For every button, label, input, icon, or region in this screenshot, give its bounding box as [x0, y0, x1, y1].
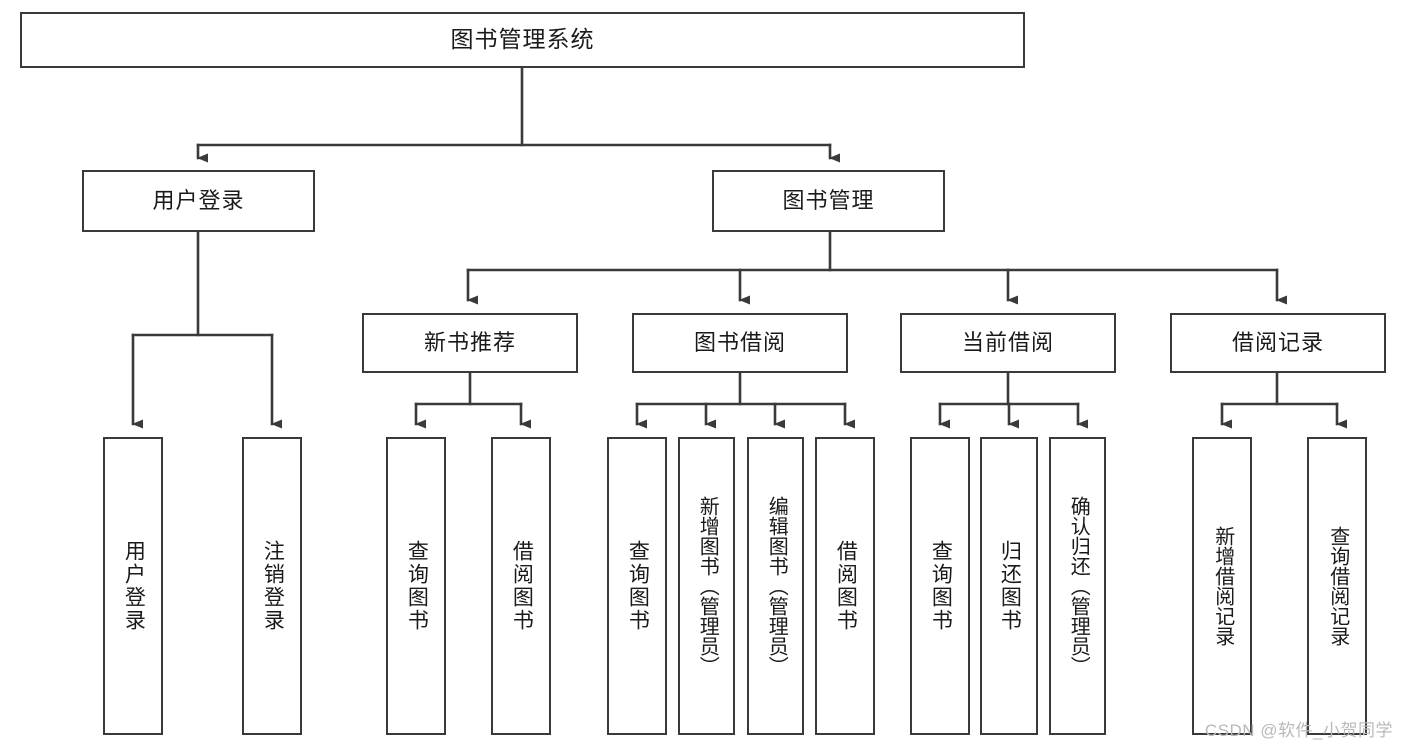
node-leaf-borrow-book[interactable]: 借阅图书 — [815, 437, 875, 735]
node-label: 查询借阅记录 — [1326, 526, 1349, 646]
node-label: 注销登录 — [261, 540, 285, 632]
node-leaf-add-book-admin[interactable]: 新增图书（管理员） — [678, 437, 735, 735]
node-label: 借阅图书 — [510, 540, 534, 632]
node-leaf-edit-book-admin[interactable]: 编辑图书（管理员） — [747, 437, 804, 735]
node-label: 借阅记录 — [1231, 329, 1324, 355]
node-leaf-query-book-current[interactable]: 查询图书 — [910, 437, 970, 735]
node-book-borrow[interactable]: 图书借阅 — [632, 313, 848, 373]
node-label: 查询图书 — [405, 540, 429, 632]
node-new-book-recommendation[interactable]: 新书推荐 — [362, 313, 578, 373]
node-leaf-logout[interactable]: 注销登录 — [242, 437, 302, 735]
node-label: 新增图书（管理员） — [696, 496, 719, 676]
node-leaf-query-borrow-record[interactable]: 查询借阅记录 — [1307, 437, 1367, 735]
node-leaf-borrow-book-newbook[interactable]: 借阅图书 — [491, 437, 551, 735]
node-label: 图书借阅 — [693, 329, 786, 355]
node-label: 图书管理 — [782, 187, 875, 213]
node-book-management[interactable]: 图书管理 — [712, 170, 945, 232]
node-label: 用户登录 — [122, 540, 146, 632]
node-label: 查询图书 — [626, 540, 650, 632]
node-label: 新书推荐 — [423, 329, 516, 355]
node-label: 编辑图书（管理员） — [765, 496, 788, 676]
node-label: 当前借阅 — [961, 329, 1054, 355]
node-label: 新增借阅记录 — [1211, 526, 1234, 646]
node-label: 图书管理系统 — [450, 26, 595, 53]
node-label: 归还图书 — [998, 540, 1022, 632]
node-leaf-confirm-return-admin[interactable]: 确认归还（管理员） — [1049, 437, 1106, 735]
node-label: 借阅图书 — [834, 540, 858, 632]
node-leaf-user-login[interactable]: 用户登录 — [103, 437, 163, 735]
node-leaf-return-book[interactable]: 归还图书 — [980, 437, 1038, 735]
node-label: 确认归还（管理员） — [1067, 496, 1090, 676]
node-borrow-record[interactable]: 借阅记录 — [1170, 313, 1386, 373]
node-user-login[interactable]: 用户登录 — [82, 170, 315, 232]
node-leaf-add-borrow-record[interactable]: 新增借阅记录 — [1192, 437, 1252, 735]
node-root-book-management-system[interactable]: 图书管理系统 — [20, 12, 1025, 68]
node-label: 用户登录 — [152, 187, 245, 213]
node-leaf-query-book-newbook[interactable]: 查询图书 — [386, 437, 446, 735]
node-label: 查询图书 — [929, 540, 953, 632]
node-current-borrow[interactable]: 当前借阅 — [900, 313, 1116, 373]
node-leaf-query-book-borrow[interactable]: 查询图书 — [607, 437, 667, 735]
